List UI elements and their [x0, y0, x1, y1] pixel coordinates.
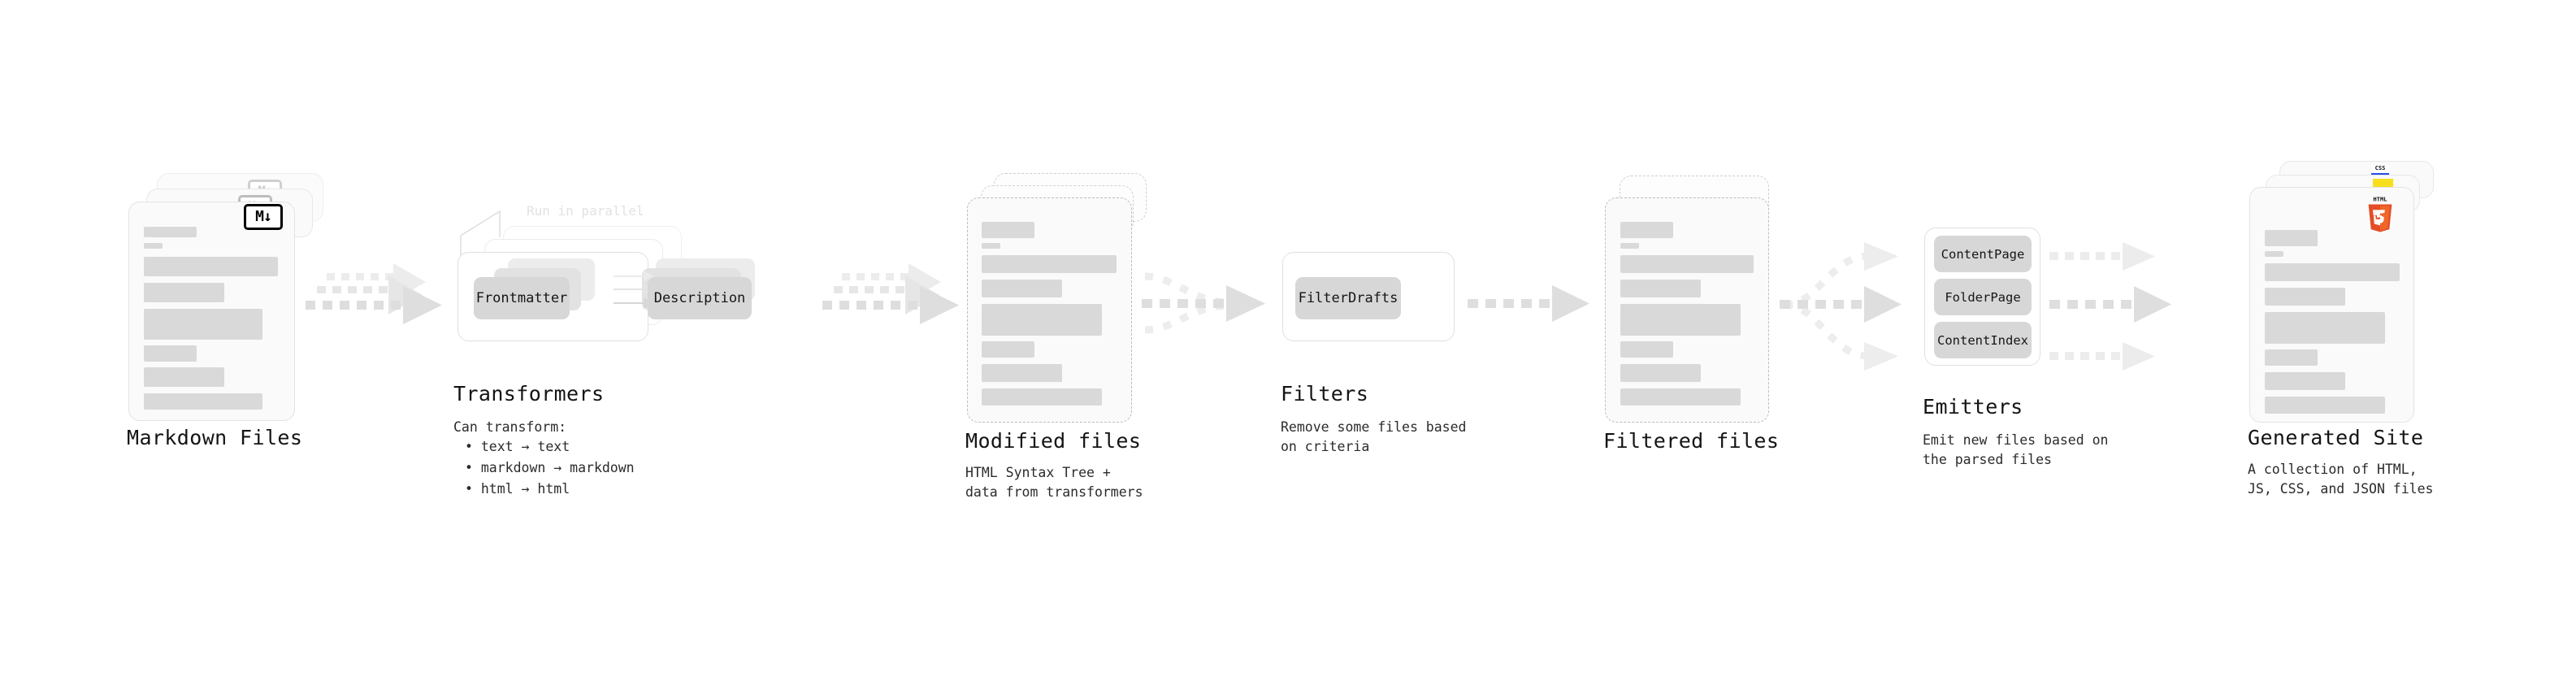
markdown-card-front [128, 202, 295, 421]
stage-title-markdown-files: Markdown Files [127, 426, 303, 449]
skeleton-bar [144, 393, 262, 410]
transformer-pill-frontmatter[interactable]: Frontmatter [474, 277, 570, 319]
html5-logo-word: HTML [2373, 196, 2387, 203]
filters-pill-filterdrafts[interactable]: FilterDrafts [1295, 277, 1401, 319]
stage-title-generated-site: Generated Site [2248, 426, 2424, 449]
skeleton-bar [1620, 255, 1754, 273]
skeleton-bar [2265, 397, 2385, 414]
skeleton-bar [144, 309, 262, 340]
skeleton-bar [144, 283, 224, 302]
stage-title-filters: Filters [1281, 382, 1369, 406]
skeleton-bar [2265, 263, 2400, 281]
transformers-bullet-1: • markdown → markdown [465, 460, 635, 475]
run-in-parallel-label: Run in parallel [527, 203, 644, 219]
skeleton-bar [1620, 364, 1701, 382]
connector-modified-to-filters [1142, 272, 1265, 334]
emitters-pill-contentpage[interactable]: ContentPage [1934, 236, 2032, 272]
skeleton-bar [144, 367, 224, 387]
html5-logo-number: 5 [2375, 209, 2385, 228]
generated-site-subtitle: A collection of HTML, JS, CSS, and JSON … [2248, 462, 2434, 497]
emitters-pill-contentpage-label: ContentPage [1941, 246, 2025, 262]
html5-logo-icon: HTML 5 [2368, 196, 2392, 232]
skeleton-bar [1620, 304, 1741, 336]
skeleton-bar [1620, 341, 1673, 358]
transformers-bullet-2: • html → html [465, 481, 570, 497]
transformer-pill-description-label: Description [653, 290, 746, 306]
css-logo-label: CSS [2374, 165, 2386, 171]
markdown-badge-arrow: ↓ [263, 208, 272, 225]
markdown-badge-letter: M [255, 208, 264, 225]
transformers-subtitle: Can transform: [453, 419, 567, 435]
stage-title-filtered-files: Filtered files [1603, 429, 1780, 453]
transformer-pill-frontmatter-label: Frontmatter [475, 290, 568, 306]
skeleton-bar [982, 243, 1000, 249]
skeleton-bar [982, 222, 1034, 238]
skeleton-bar [2265, 372, 2345, 390]
connector-filtered-to-emitters [1780, 242, 1902, 371]
skeleton-bar [982, 280, 1062, 297]
connector-emitters-to-site [2049, 242, 2171, 371]
skeleton-bar [982, 341, 1034, 358]
skeleton-bar [982, 304, 1102, 336]
emitters-pill-contentindex-label: ContentIndex [1937, 332, 2028, 348]
run-in-parallel-bracket [460, 210, 501, 257]
modified-card-front [967, 197, 1132, 423]
skeleton-bar [144, 257, 278, 276]
skeleton-bar [982, 388, 1102, 406]
connector-markdown-to-transformers [306, 263, 442, 324]
stage-title-transformers: Transformers [453, 382, 605, 406]
emitters-pill-folderpage-label: FolderPage [1945, 289, 2021, 305]
skeleton-bar [144, 243, 163, 249]
skeleton-bar [982, 255, 1117, 273]
markdown-logo-icon: M↓ [244, 204, 283, 230]
stage-title-emitters: Emitters [1923, 395, 2023, 419]
skeleton-bar [144, 345, 197, 362]
emitters-subtitle: Emit new files based on the parsed files [1923, 432, 2109, 467]
emitters-pill-contentindex[interactable]: ContentIndex [1934, 322, 2032, 358]
skeleton-bar [2265, 312, 2385, 344]
skeleton-bar [144, 227, 197, 237]
skeleton-bar [2265, 230, 2318, 246]
skeleton-bar [2265, 251, 2283, 257]
emitters-pill-folderpage[interactable]: FolderPage [1934, 279, 2032, 315]
transformer-pill-description[interactable]: Description [648, 277, 752, 319]
skeleton-bar [2265, 349, 2318, 366]
filters-subtitle: Remove some files based on criteria [1281, 419, 1467, 454]
stage-title-modified-files: Modified files [965, 429, 1142, 453]
connector-transformers-to-modified [822, 263, 959, 324]
skeleton-bar [1620, 388, 1741, 406]
filters-pill-label: FilterDrafts [1298, 290, 1399, 306]
connector-filters-to-filtered [1468, 285, 1589, 322]
skeleton-bar [982, 364, 1062, 382]
skeleton-bar [1620, 280, 1701, 297]
filtered-card-front [1605, 197, 1769, 423]
transformers-bullet-0: • text → text [465, 439, 570, 454]
skeleton-bar [1620, 222, 1673, 238]
skeleton-bar [2265, 288, 2345, 306]
skeleton-bar [1620, 243, 1639, 249]
modified-files-subtitle: HTML Syntax Tree + data from transformer… [965, 465, 1143, 500]
